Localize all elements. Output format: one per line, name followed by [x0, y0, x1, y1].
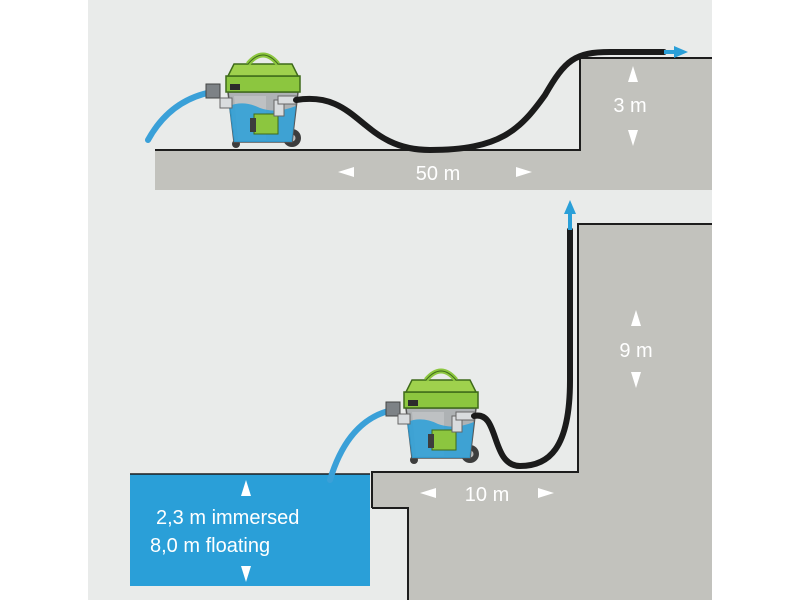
top-discharge-hose: [293, 49, 667, 154]
top-distance-arrow-right: [516, 167, 532, 177]
depth-arrow-down: [241, 566, 251, 582]
top-ground: [155, 58, 712, 190]
bottom-intake-hose: [327, 407, 395, 483]
bottom-distance-arrow-right: [538, 488, 554, 498]
floating-depth-label: 8,0 m floating: [150, 535, 270, 557]
top-distance-arrow-left: [338, 167, 354, 177]
top-height-label: 3 m: [613, 95, 646, 117]
bottom-discharge-hose: [471, 227, 573, 470]
bottom-height-arrow-up: [631, 310, 641, 326]
bottom-height-label: 9 m: [619, 340, 652, 362]
bottom-ground: [372, 224, 712, 600]
top-scene: 50 m 3 m: [145, 46, 712, 190]
top-intake-hose: [145, 89, 215, 143]
bottom-scene: 10 m 9 m 2,3 m immersed 8,0 m floating: [130, 200, 712, 600]
top-distance-label: 50 m: [416, 163, 460, 185]
top-height-arrow-down: [628, 130, 638, 146]
water-pool: [130, 474, 370, 586]
bottom-height-arrow-down: [631, 372, 641, 388]
depth-arrow-up: [241, 480, 251, 496]
top-height-arrow-up: [628, 66, 638, 82]
bottom-distance-label: 10 m: [465, 484, 509, 506]
bottom-distance-arrow-left: [420, 488, 436, 498]
immersed-depth-label: 2,3 m immersed: [156, 507, 299, 529]
